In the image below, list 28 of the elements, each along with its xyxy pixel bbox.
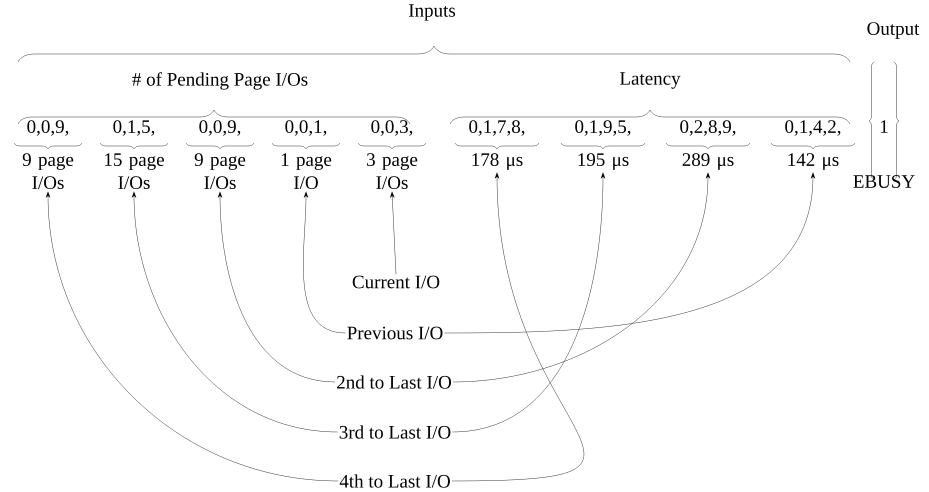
io-label: Current I/O: [352, 276, 440, 288]
arrow: [390, 192, 396, 275]
brace-label: Output: [867, 22, 920, 39]
arrow: [444, 172, 816, 334]
value-column: 0,0,3, 3 page I/Os: [367, 120, 418, 190]
brace-label: Inputs: [408, 4, 456, 21]
value-column: 0,1,4,2, 142 μs: [785, 120, 840, 170]
arrow: [132, 192, 338, 432]
brace-label: # of Pending Page I/Os: [132, 72, 308, 90]
value-column: 0,0,1, 1 page I/O: [282, 120, 332, 190]
arrow: [452, 172, 710, 382]
value-column: 0,1,5, 15 page I/Os: [105, 120, 164, 190]
arrow: [303, 192, 346, 334]
value-column: 0,0,9, 9 page I/Os: [194, 120, 246, 190]
arrow: [452, 172, 606, 432]
value-column: 0,1,9,5, 195 μs: [575, 120, 630, 170]
io-label: 4th to Last I/O: [340, 474, 450, 488]
brace-label: Latency: [620, 72, 681, 89]
io-label: 2nd to Last I/O: [337, 375, 452, 389]
io-label: 3rd to Last I/O: [340, 425, 450, 439]
arrow: [46, 192, 338, 482]
value-column: 0,0,9, 9 page I/Os: [22, 120, 74, 190]
io-label: Previous I/O: [347, 326, 443, 340]
value-column: 0,2,8,9, 289 μs: [680, 120, 736, 170]
value-column: 1 EBUSY: [853, 120, 915, 188]
arrow: [452, 172, 584, 482]
value-column: 0,1,7,8, 178 μs: [469, 120, 524, 170]
arrow: [218, 192, 336, 382]
